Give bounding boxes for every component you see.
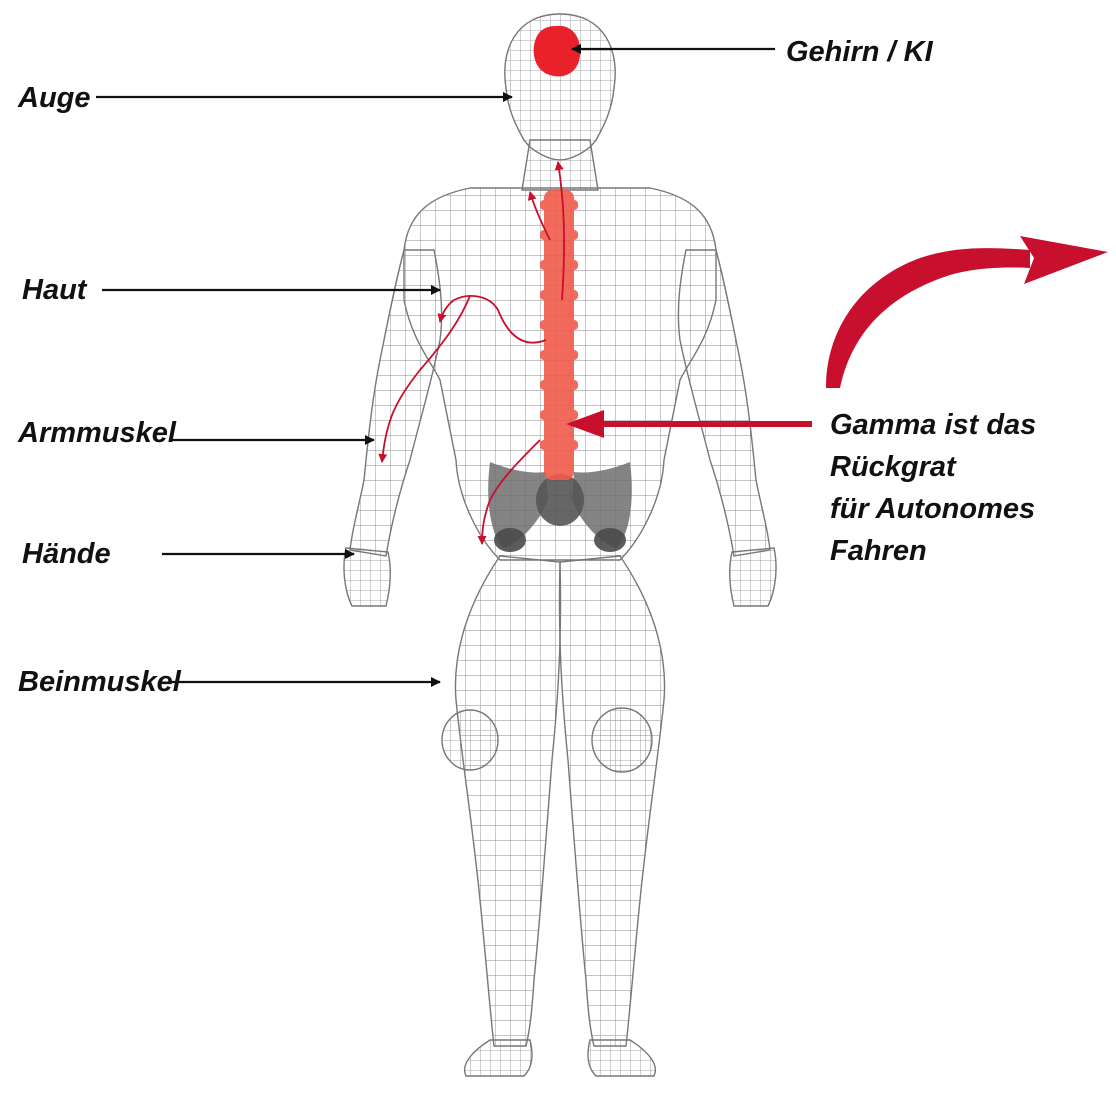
gamma-callout: Gamma ist das Rückgrat für Autonomes Fah…	[830, 404, 1036, 572]
right-leg	[559, 556, 664, 1046]
label-leg-muscle: Beinmuskel	[18, 668, 181, 697]
left-arm	[350, 250, 442, 556]
label-arm-muscle: Armmuskel	[18, 419, 176, 448]
spine	[540, 190, 578, 480]
right-knee	[592, 708, 652, 772]
callout-line: für Autonomes	[830, 488, 1036, 530]
callout-line: Gamma ist das	[830, 404, 1036, 446]
right-foot	[588, 1040, 655, 1076]
left-knee	[442, 710, 498, 770]
left-foot	[465, 1040, 532, 1076]
gamma-pointer	[566, 410, 812, 438]
brain-region	[534, 26, 581, 77]
label-eye: Auge	[18, 84, 91, 113]
curved-red-arrow-icon	[826, 236, 1108, 388]
right-arm	[678, 250, 770, 556]
right-hand	[730, 548, 776, 606]
callout-line: Rückgrat	[830, 446, 1036, 488]
label-brain: Gehirn / KI	[786, 38, 933, 67]
label-skin: Haut	[22, 276, 86, 305]
callout-line: Fahren	[830, 530, 1036, 572]
left-hand	[344, 548, 390, 606]
label-hands: Hände	[22, 540, 111, 569]
left-leg	[455, 556, 560, 1046]
